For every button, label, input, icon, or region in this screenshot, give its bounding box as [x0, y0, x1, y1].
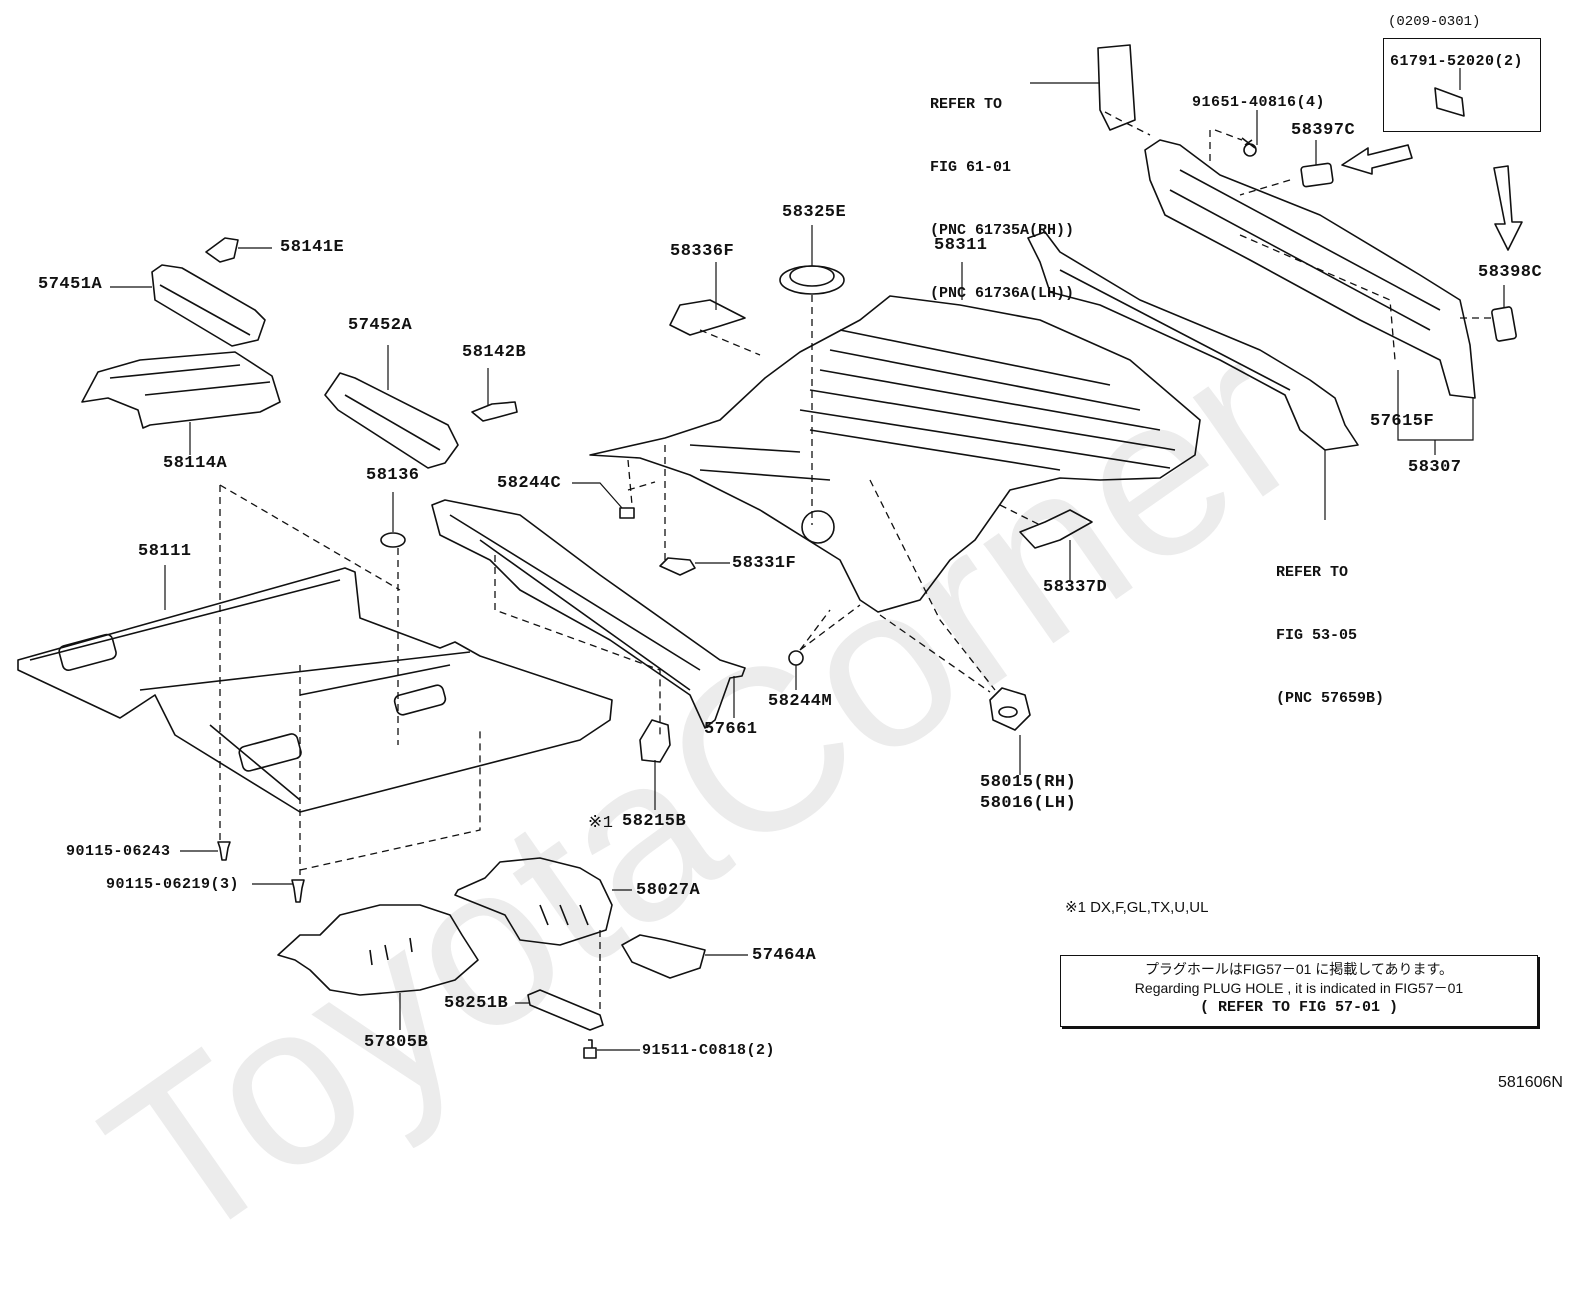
diagram-id: 581606N — [1498, 1074, 1563, 1091]
part-58337D — [1019, 509, 1093, 549]
part-label-57661[interactable]: 57661 — [704, 720, 758, 739]
part-label-58331F[interactable]: 58331F — [732, 554, 797, 573]
ref-line: (PNC 61735A(RH)) — [930, 222, 1075, 239]
footnote: ※1 DX,F,GL,TX,U,UL — [1065, 899, 1209, 916]
part-57661 — [431, 499, 746, 729]
ref-line: REFER TO — [930, 96, 1003, 113]
part-label-58141E[interactable]: 58141E — [280, 238, 345, 257]
date-range: (0209-0301) — [1388, 14, 1481, 30]
part-label-57805B[interactable]: 57805B — [364, 1033, 429, 1052]
part-58142B — [471, 401, 518, 422]
part-58307 — [1144, 139, 1476, 399]
part-58215B — [639, 719, 671, 763]
part-91651-bolt — [1241, 137, 1256, 149]
part-label-57451A[interactable]: 57451A — [38, 275, 103, 294]
part-57451A — [151, 264, 266, 347]
part-57452A — [324, 372, 459, 469]
part-label-91511-C0818[interactable]: 91511-C0818(2) — [642, 1042, 776, 1059]
part-58311 — [589, 295, 1201, 613]
part-label-58136[interactable]: 58136 — [366, 466, 420, 485]
plug-note-en: Regarding PLUG HOLE , it is indicated in… — [1134, 980, 1464, 996]
arrow-icon — [1493, 165, 1523, 251]
ref-line: FIG 53-05 — [1276, 627, 1358, 644]
part-label-58398C[interactable]: 58398C — [1478, 263, 1543, 282]
part-label-58215B[interactable]: 58215B — [622, 812, 687, 831]
part-58136 — [380, 532, 406, 548]
part-58325E — [779, 265, 845, 295]
part-label-58016[interactable]: 58016(LH) — [980, 794, 1077, 813]
part-58398C — [1491, 306, 1517, 342]
part-57464A — [621, 934, 706, 979]
part-91511-bolt — [583, 1039, 597, 1059]
part-57805B — [277, 904, 479, 996]
plug-note-refer[interactable]: ( REFER TO FIG 57-01 ) — [1199, 999, 1399, 1016]
part-label-90115-06243[interactable]: 90115-06243 — [66, 843, 171, 860]
part-58027A — [454, 857, 613, 946]
ref-line: REFER TO — [1276, 564, 1349, 581]
refer-fig-61-01[interactable]: REFER TO FIG 61-01 (PNC 61735A(RH)) (PNC… — [930, 52, 1074, 325]
part-label-58251B[interactable]: 58251B — [444, 994, 509, 1013]
part-90115-06219-bolt — [291, 879, 305, 903]
part-label-58337D[interactable]: 58337D — [1043, 578, 1108, 597]
part-label-58336F[interactable]: 58336F — [670, 242, 735, 261]
part-57659B-crossmember — [1027, 231, 1359, 451]
inset-box: 61791-52020(2) — [1383, 38, 1541, 132]
plug-hole-note: プラグホールはFIG57－01 に掲載してあります。 Regarding PLU… — [1060, 955, 1538, 1027]
part-58141E — [205, 237, 239, 263]
part-58331F — [659, 557, 696, 576]
part-58336F — [669, 299, 746, 336]
part-58114A — [81, 351, 281, 429]
refer-fig-53-05[interactable]: REFER TO FIG 53-05 (PNC 57659B) — [1276, 520, 1384, 730]
inset-part-label: 61791-52020(2) — [1390, 53, 1524, 70]
part-label-58015[interactable]: 58015(RH) — [980, 773, 1077, 792]
part-61735A-pillar — [1097, 44, 1136, 131]
plug-note-jp: プラグホールはFIG57－01 に掲載してあります。 — [1144, 961, 1454, 977]
part-label-58397C[interactable]: 58397C — [1291, 121, 1356, 140]
ref-line: (PNC 57659B) — [1276, 690, 1385, 707]
ref-line: (PNC 61736A(LH)) — [930, 285, 1075, 302]
part-58111 — [17, 567, 613, 813]
part-label-58027A[interactable]: 58027A — [636, 881, 701, 900]
arrow-icon — [1341, 144, 1413, 175]
parts-diagram — [17, 44, 1523, 1059]
part-label-58114A[interactable]: 58114A — [163, 454, 228, 473]
part-label-91651-40816[interactable]: 91651-40816(4) — [1192, 94, 1326, 111]
ref-line: FIG 61-01 — [930, 159, 1012, 176]
part-label-58244C[interactable]: 58244C — [497, 474, 562, 493]
part-label-90115-06219[interactable]: 90115-06219(3) — [106, 876, 240, 893]
part-58251B — [527, 989, 604, 1031]
part-label-57615F[interactable]: 57615F — [1370, 412, 1435, 431]
part-label-58325E[interactable]: 58325E — [782, 203, 847, 222]
part-label-58215B-mark: ※1 — [588, 814, 614, 833]
part-label-58142B[interactable]: 58142B — [462, 343, 527, 362]
part-58015-58016 — [989, 687, 1031, 731]
part-58397C — [1300, 162, 1334, 188]
part-label-57464A[interactable]: 57464A — [752, 946, 817, 965]
part-label-58307[interactable]: 58307 — [1408, 458, 1462, 477]
part-label-57452A[interactable]: 57452A — [348, 316, 413, 335]
part-58244C — [619, 507, 635, 519]
part-90115-06243-bolt — [217, 841, 231, 861]
part-label-58244M[interactable]: 58244M — [768, 692, 833, 711]
part-label-58311[interactable]: 58311 — [934, 236, 988, 255]
part-58244M — [788, 650, 804, 666]
part-label-58111[interactable]: 58111 — [138, 542, 192, 561]
